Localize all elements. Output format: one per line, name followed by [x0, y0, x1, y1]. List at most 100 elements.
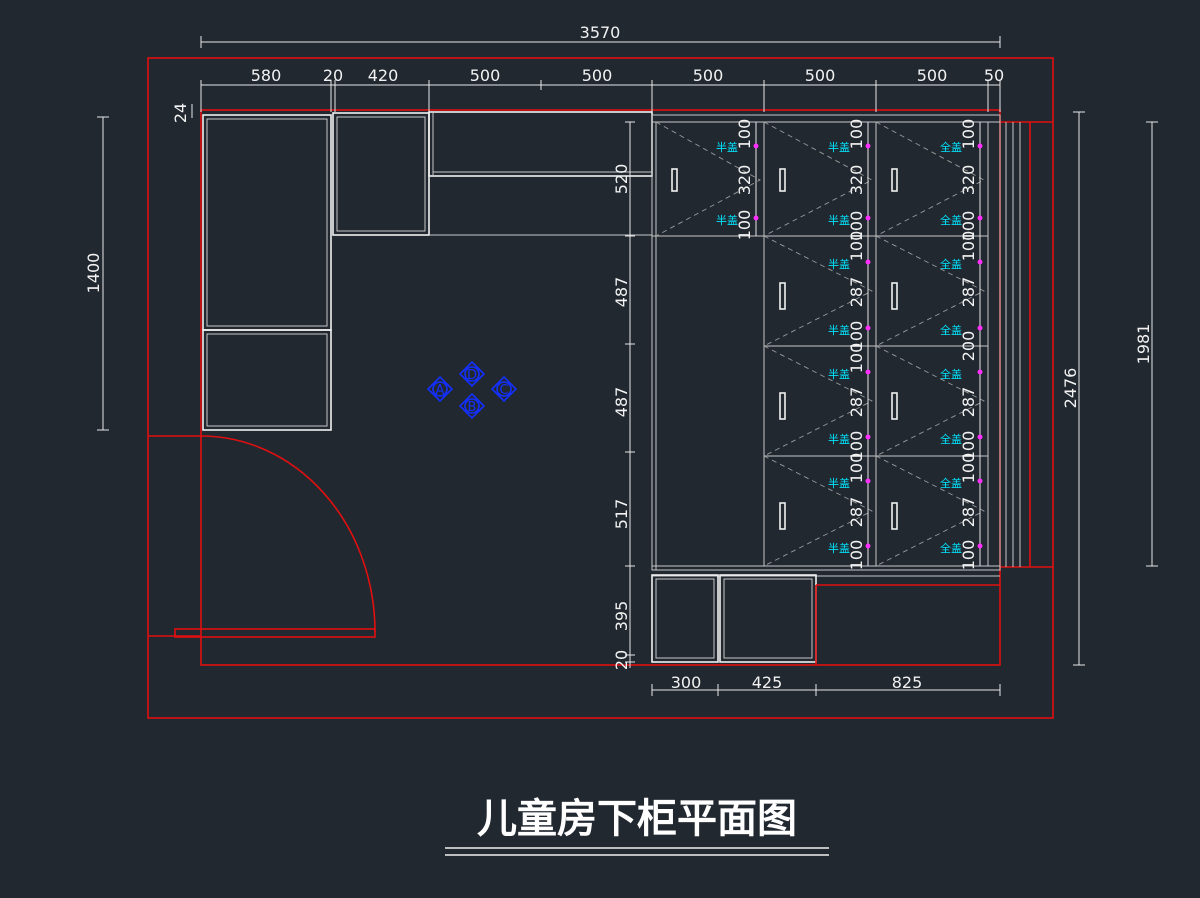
- dim-right-2476: 2476: [1061, 368, 1080, 409]
- dim-left-1400: 1400: [84, 253, 103, 294]
- dim-c3-f: 200: [959, 331, 978, 362]
- door-handles: [671, 168, 898, 530]
- left-cabinet-upper-inner: [206, 118, 328, 327]
- dim-top-500-2: 500: [582, 66, 613, 85]
- door-leaf: [174, 628, 376, 638]
- label-full-2: 全盖: [940, 213, 962, 227]
- dim-c3-b: 320: [959, 165, 978, 196]
- dim-total-width-label: 3570: [580, 23, 621, 42]
- dimension-top-segments: 580 20 420 500 500 500 500 500 50: [200, 66, 1004, 112]
- label-half-3: 半盖: [828, 140, 850, 154]
- wardrobe-dims-col3: 100 320 100 100 287 200 287 100 100 287 …: [959, 119, 981, 571]
- dimension-top-offset: 24: [171, 103, 193, 123]
- label-full-6: 全盖: [940, 432, 962, 446]
- marker-b: B: [468, 400, 477, 415]
- dim-c3-e: 287: [959, 277, 978, 308]
- dim-c2-f: 100: [847, 321, 866, 352]
- bottom-cabinet-2: [719, 574, 817, 663]
- dim-c2-c: 100: [847, 211, 866, 242]
- dim-v-520: 520: [612, 164, 631, 195]
- dim-c2-e: 287: [847, 277, 866, 308]
- label-half-8: 半盖: [828, 432, 850, 446]
- dim-top-420: 420: [368, 66, 399, 85]
- dim-v-395: 395: [612, 601, 631, 632]
- dim-top-500-3: 500: [693, 66, 724, 85]
- label-full-8: 全盖: [940, 541, 962, 555]
- door-swing-lines: [655, 121, 985, 567]
- dimension-right-total: 2476: [1061, 111, 1085, 666]
- bottom-cabinet-1: [651, 574, 719, 663]
- marker-a: A: [436, 383, 445, 398]
- dim-c3-h: 100: [959, 431, 978, 462]
- dim-c2-a: 100: [847, 119, 866, 150]
- left-cabinet-lower: [202, 329, 332, 431]
- label-half-10: 半盖: [828, 541, 850, 555]
- dim-c2-g: 100: [847, 343, 866, 374]
- label-full-3: 全盖: [940, 257, 962, 271]
- dim-c2-b: 320: [847, 165, 866, 196]
- door-type-labels: 半盖 半盖 半盖 半盖 半盖 半盖 半盖 半盖 半盖 半盖 全盖 全盖 全盖 全…: [716, 140, 962, 555]
- dim-c2-j: 100: [847, 453, 866, 484]
- left-cabinet-upper: [202, 114, 332, 331]
- dim-top-580: 580: [251, 66, 282, 85]
- dim-top-500-1: 500: [470, 66, 501, 85]
- label-full-7: 全盖: [940, 476, 962, 490]
- dim-c1-320: 320: [735, 165, 754, 196]
- dim-c2-k: 287: [847, 497, 866, 528]
- inner-wall: [200, 109, 1001, 666]
- dim-c3-c: 100: [959, 211, 978, 242]
- dim-c3-a: 100: [959, 119, 978, 150]
- dim-v-487-2: 487: [612, 387, 631, 418]
- dimension-right-cabinet: 1981: [1134, 121, 1158, 567]
- label-half-1: 半盖: [716, 140, 738, 154]
- dim-c3-d: 100: [959, 231, 978, 262]
- outer-wall: [147, 57, 1054, 719]
- dim-top-20: 20: [323, 66, 343, 85]
- bottom-cabinet-2-inner: [723, 578, 813, 659]
- wardrobe-outline: [651, 114, 1001, 571]
- dimension-left-height: 1400: [84, 116, 109, 431]
- desk-cabinet: [332, 112, 430, 236]
- dim-top-500-5: 500: [917, 66, 948, 85]
- label-half-9: 半盖: [828, 476, 850, 490]
- dim-c3-k: 100: [959, 540, 978, 571]
- dim-c1-100-a: 100: [735, 119, 754, 150]
- wardrobe-dims-col1: 100 320 100: [735, 119, 757, 241]
- dim-c3-i: 100: [959, 453, 978, 484]
- view-direction-marker: D B A C: [426, 360, 518, 420]
- hinge-markers: [753, 143, 983, 549]
- dim-bottom-300: 300: [671, 673, 702, 692]
- dimension-bottom-segments: 300 425 825: [651, 673, 1001, 696]
- label-half-5: 半盖: [828, 257, 850, 271]
- wardrobe-dims-col2: 100 320 100 100 287 100 100 287 100 100 …: [847, 119, 869, 571]
- label-half-7: 半盖: [828, 367, 850, 381]
- bottom-cabinet-1-inner: [655, 578, 715, 659]
- dim-c2-l: 100: [847, 540, 866, 571]
- dim-top-500-4: 500: [805, 66, 836, 85]
- label-half-2: 半盖: [716, 213, 738, 227]
- dimension-total-width: 3570: [200, 23, 1001, 48]
- dim-c3-g: 287: [959, 387, 978, 418]
- dim-c1-100-b: 100: [735, 210, 754, 241]
- dim-c2-i: 100: [847, 431, 866, 462]
- label-half-6: 半盖: [828, 323, 850, 337]
- left-cabinet-lower-inner: [206, 333, 328, 427]
- dim-v-20: 20: [612, 650, 631, 670]
- dim-bottom-425: 425: [752, 673, 783, 692]
- dim-right-1981: 1981: [1134, 324, 1153, 365]
- door-swing-arc: [200, 435, 376, 633]
- marker-d: D: [467, 368, 477, 383]
- dim-c2-h: 287: [847, 387, 866, 418]
- label-full-5: 全盖: [940, 367, 962, 381]
- dimension-vertical-segments: 520 487 487 517 395 20: [612, 121, 635, 670]
- marker-c: C: [499, 383, 508, 398]
- dim-top-50: 50: [984, 66, 1004, 85]
- drawing-title: 儿童房下柜平面图: [477, 796, 797, 842]
- label-full-1: 全盖: [940, 140, 962, 154]
- dim-v-517: 517: [612, 499, 631, 530]
- dim-c3-j: 287: [959, 497, 978, 528]
- desk-cabinet-inner: [336, 116, 426, 232]
- dim-c2-d: 100: [847, 231, 866, 262]
- dim-v-487-1: 487: [612, 277, 631, 308]
